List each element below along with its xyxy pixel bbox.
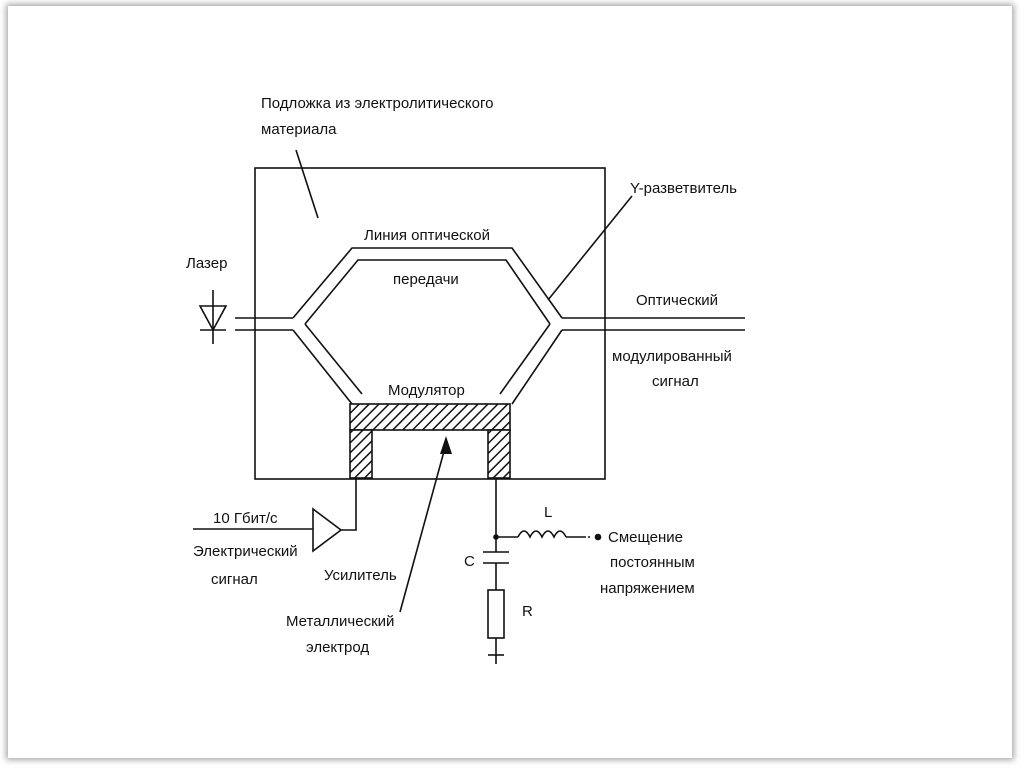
splitter-label: Y-разветвитель [630, 180, 737, 197]
substrate-label-1: Подложка из электролитического [261, 95, 493, 112]
inductor-coil-icon [517, 530, 567, 539]
electrode-label-2: электрод [306, 639, 369, 656]
optical-out-label-2: модулированный [612, 348, 732, 365]
laser-label: Лазер [186, 255, 227, 272]
bias-label-1: Смещение [608, 529, 683, 546]
slide-frame [8, 6, 1012, 758]
bias-label-3: напряжением [600, 580, 695, 597]
modulator-label: Модулятор [388, 382, 465, 399]
rate-label: 10 Гбит/с [213, 510, 278, 527]
electric-signal-label-1: Электрический [193, 543, 298, 560]
inductor-label: L [544, 504, 552, 521]
electrode-label-1: Металлический [286, 613, 394, 630]
line-label-1: Линия оптической [364, 227, 490, 244]
substrate-label-2: материала [261, 121, 337, 138]
amplifier-label: Усилитель [324, 567, 397, 584]
modulator-electrode-top [349, 403, 511, 431]
waveguide [235, 247, 745, 405]
optical-out-label-3: сигнал [652, 373, 699, 390]
bias-network [483, 478, 602, 664]
capacitor-label: C [464, 553, 475, 570]
optical-out-label-1: Оптический [636, 292, 718, 309]
pointer-lines [295, 149, 633, 613]
bias-label-2: постоянным [610, 554, 695, 571]
amplifier-icon [193, 479, 357, 553]
resistor-label: R [522, 603, 533, 620]
laser-diode-icon [198, 290, 228, 344]
modulator-electrode-right [487, 429, 511, 479]
modulator-electrode-left [349, 429, 373, 479]
electrode-arrow-head [440, 436, 452, 454]
substrate-box [254, 167, 606, 480]
line-label-2: передачи [393, 271, 459, 288]
electric-signal-label-2: сигнал [211, 571, 258, 588]
